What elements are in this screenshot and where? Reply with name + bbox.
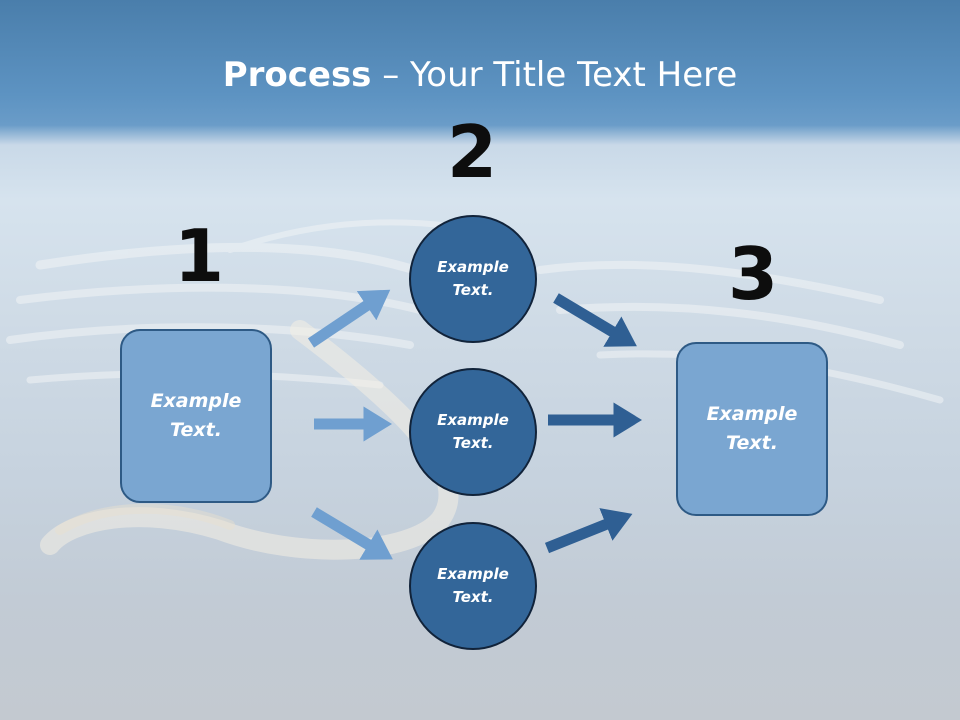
circle-top-label: Example Text.: [437, 258, 509, 299]
process-circle-middle: Example Text.: [409, 368, 537, 496]
circle-bottom-label: Example Text.: [437, 565, 509, 606]
process-circle-top: Example Text.: [409, 215, 537, 343]
title-bold: Process: [222, 55, 372, 95]
arrow-box-to-circle-bottom: [311, 507, 393, 560]
left-box-label: Example Text.: [150, 390, 242, 441]
arrow-circle-bottom-to-box: [544, 508, 633, 554]
arrow-circle-top-to-box: [553, 293, 637, 347]
step-number-1: 1: [173, 214, 225, 298]
arrow-box-to-circle-top: [307, 289, 391, 348]
page-title: Process – Your Title Text Here: [0, 52, 960, 98]
step-number-2: 2: [446, 110, 498, 194]
left-process-box: Example Text.: [120, 329, 272, 503]
right-box-label: Example Text.: [706, 403, 798, 454]
right-process-box: Example Text.: [676, 342, 828, 516]
process-circle-bottom: Example Text.: [409, 522, 537, 650]
circle-middle-label: Example Text.: [437, 411, 509, 452]
title-rest: – Your Title Text Here: [371, 55, 738, 95]
step-number-3: 3: [727, 232, 779, 316]
